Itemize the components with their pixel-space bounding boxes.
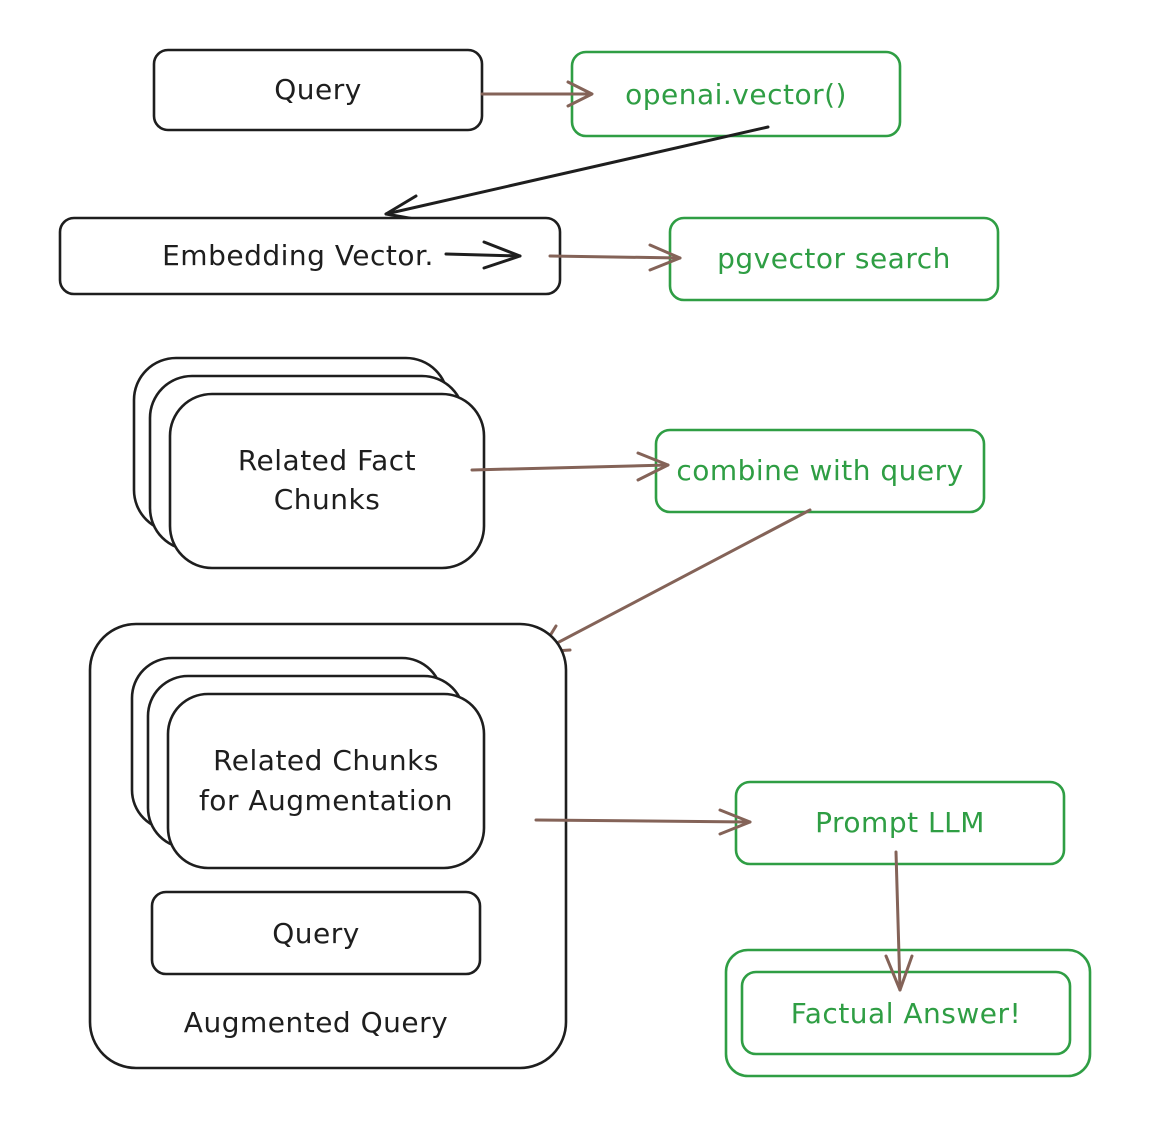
arrow-augmented-to-prompt [534, 808, 752, 836]
query-top-label: Query [274, 73, 362, 106]
prompt-llm-node[interactable]: Prompt LLM [734, 780, 1066, 866]
factual-answer-node[interactable]: Factual Answer! [724, 948, 1092, 1078]
related-chunks-augmentation-stack[interactable]: Related Chunks for Augmentation [130, 656, 486, 870]
query-inner-label: Query [272, 917, 360, 950]
query-inner-node[interactable]: Query [150, 890, 482, 976]
arrow-query-to-openai [480, 80, 594, 108]
related-chunks-line1: Related Chunks [213, 744, 439, 777]
arrow-openai-to-embedding [384, 125, 770, 222]
arrow-chunks-to-combine [470, 451, 670, 482]
pgvector-search-node[interactable]: pgvector search [668, 216, 1000, 302]
related-fact-chunks-stack[interactable]: Related Fact Chunks [132, 356, 486, 570]
inline-arrow-in-embedding [444, 240, 522, 270]
arrow-combine-to-augmented [538, 508, 812, 654]
pgvector-search-label: pgvector search [717, 242, 951, 275]
openai-vector-node[interactable]: openai.vector() [570, 50, 902, 138]
query-top-node[interactable]: Query [152, 48, 484, 132]
combine-with-query-label: combine with query [676, 454, 963, 487]
prompt-llm-label: Prompt LLM [815, 806, 985, 839]
augmented-query-label: Augmented Query [184, 1006, 448, 1039]
openai-vector-label: openai.vector() [625, 78, 847, 111]
combine-with-query-node[interactable]: combine with query [654, 428, 986, 514]
arrow-prompt-to-answer [884, 850, 914, 992]
related-fact-chunks-line1: Related Fact [238, 444, 416, 477]
related-fact-chunks-line2: Chunks [274, 483, 381, 516]
related-chunks-line2: for Augmentation [199, 784, 453, 817]
factual-answer-label: Factual Answer! [791, 997, 1022, 1030]
embedding-vector-label: Embedding Vector. [162, 239, 434, 272]
arrow-embedding-to-pgvector [548, 243, 682, 272]
embedding-vector-node[interactable]: Embedding Vector. [58, 216, 562, 296]
